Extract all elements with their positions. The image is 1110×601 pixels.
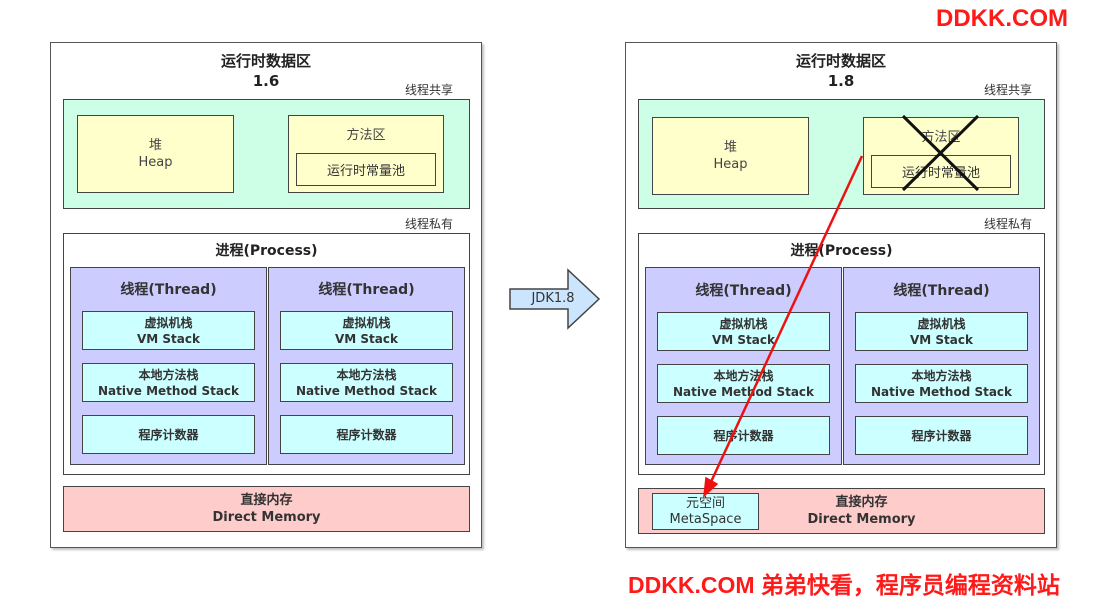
thread-box-2: 线程(Thread) 虚拟机栈 VM Stack 本地方法栈 Native Me… (268, 267, 465, 465)
direct-memory-cn: 直接内存 (240, 493, 293, 508)
thread-title: 线程(Thread) (893, 283, 990, 299)
panel-title-text: 运行时数据区 (795, 52, 886, 70)
heap-box: 堆 Heap (652, 117, 809, 195)
pc-register-label: 程序计数器 (138, 427, 199, 442)
pc-register-box: 程序计数器 (657, 416, 830, 455)
heap-cn: 堆 (148, 138, 162, 153)
private-label: 线程私有 (984, 217, 1033, 231)
const-pool-box: 运行时常量池 (871, 155, 1011, 188)
runtime-area-panel-jdk18: 运行时数据区 1.8 线程共享 堆 Heap 方法区 运行时常量池 线程私有 进… (625, 42, 1057, 548)
panel-title-text: 运行时数据区 (220, 52, 311, 70)
const-pool-label: 运行时常量池 (326, 164, 405, 179)
native-stack-en: Native Method Stack (97, 383, 240, 398)
vm-stack-en: VM Stack (335, 331, 398, 346)
vm-stack-box: 虚拟机栈 VM Stack (855, 312, 1028, 351)
panel-title: 运行时数据区 1.8 (626, 51, 1056, 91)
direct-memory-box: 直接内存 Direct Memory (63, 486, 470, 532)
pc-register-label: 程序计数器 (336, 427, 397, 442)
native-stack-en: Native Method Stack (870, 384, 1013, 399)
brand-bottom: DDKK.COM 弟弟快看，程序员编程资料站 (628, 572, 1060, 598)
vm-stack-cn: 虚拟机栈 (144, 315, 193, 330)
metaspace-cn: 元空间 (685, 495, 725, 511)
panel-version: 1.8 (827, 72, 855, 90)
vm-stack-en: VM Stack (712, 332, 775, 347)
thread-title: 线程(Thread) (318, 282, 415, 298)
vm-stack-en: VM Stack (137, 331, 200, 346)
const-pool-box: 运行时常量池 (296, 153, 436, 186)
private-label: 线程私有 (405, 217, 454, 231)
direct-memory-cn: 直接内存 (835, 495, 888, 510)
direct-memory-en: Direct Memory (807, 512, 916, 527)
vm-stack-cn: 虚拟机栈 (719, 316, 768, 331)
pc-register-label: 程序计数器 (713, 428, 774, 443)
native-stack-box: 本地方法栈 Native Method Stack (657, 364, 830, 403)
arrow-shape (509, 268, 601, 330)
jdk-upgrade-arrow (509, 268, 601, 330)
heap-en: Heap (713, 157, 748, 172)
native-stack-cn: 本地方法栈 (911, 368, 972, 383)
heap-box: 堆 Heap (77, 115, 234, 193)
pc-register-label: 程序计数器 (911, 428, 972, 443)
metaspace-en: MetaSpace (669, 511, 742, 527)
thread-box-1: 线程(Thread) 虚拟机栈 VM Stack 本地方法栈 Native Me… (645, 267, 842, 465)
vm-stack-box: 虚拟机栈 VM Stack (82, 311, 255, 350)
thread-title: 线程(Thread) (120, 282, 217, 298)
vm-stack-box: 虚拟机栈 VM Stack (280, 311, 453, 350)
method-area-label: 方法区 (346, 128, 386, 143)
heap-cn: 堆 (723, 140, 737, 155)
vm-stack-cn: 虚拟机栈 (342, 315, 391, 330)
native-stack-box: 本地方法栈 Native Method Stack (82, 363, 255, 402)
runtime-area-panel-jdk16: 运行时数据区 1.6 线程共享 堆 Heap 方法区 运行时常量池 线程私有 进… (50, 42, 482, 548)
brand-top: DDKK.COM (936, 5, 1068, 32)
panel-version: 1.6 (252, 72, 280, 90)
pc-register-box: 程序计数器 (280, 415, 453, 454)
jdk-arrow-label: JDK1.8 (531, 291, 575, 306)
process-title: 进程(Process) (215, 243, 318, 259)
native-stack-en: Native Method Stack (295, 383, 438, 398)
metaspace-box: 元空间 MetaSpace (652, 493, 759, 530)
heap-en: Heap (138, 155, 173, 170)
native-stack-box: 本地方法栈 Native Method Stack (280, 363, 453, 402)
pc-register-box: 程序计数器 (82, 415, 255, 454)
shared-label: 线程共享 (405, 83, 454, 97)
native-stack-cn: 本地方法栈 (138, 367, 199, 382)
thread-box-2: 线程(Thread) 虚拟机栈 VM Stack 本地方法栈 Native Me… (843, 267, 1040, 465)
native-stack-en: Native Method Stack (672, 384, 815, 399)
vm-stack-cn: 虚拟机栈 (917, 316, 966, 331)
thread-title: 线程(Thread) (695, 283, 792, 299)
native-stack-cn: 本地方法栈 (336, 367, 397, 382)
vm-stack-en: VM Stack (910, 332, 973, 347)
native-stack-cn: 本地方法栈 (713, 368, 774, 383)
direct-memory-en: Direct Memory (212, 510, 321, 525)
vm-stack-box: 虚拟机栈 VM Stack (657, 312, 830, 351)
native-stack-box: 本地方法栈 Native Method Stack (855, 364, 1028, 403)
pc-register-box: 程序计数器 (855, 416, 1028, 455)
const-pool-label: 运行时常量池 (901, 166, 980, 181)
method-area-label: 方法区 (921, 130, 961, 145)
process-title: 进程(Process) (790, 243, 893, 259)
panel-title: 运行时数据区 1.6 (51, 51, 481, 91)
thread-box-1: 线程(Thread) 虚拟机栈 VM Stack 本地方法栈 Native Me… (70, 267, 267, 465)
shared-label: 线程共享 (984, 83, 1033, 97)
